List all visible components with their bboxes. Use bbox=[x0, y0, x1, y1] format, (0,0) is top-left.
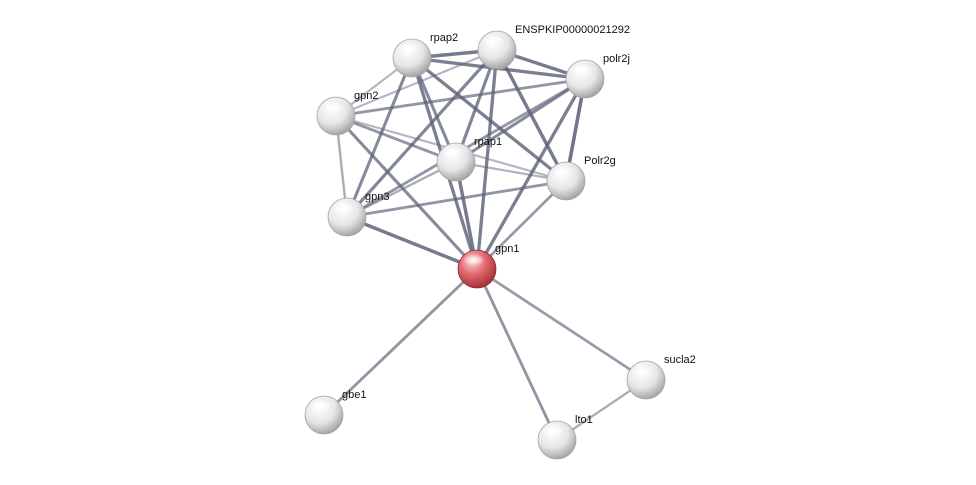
node-highlight bbox=[322, 101, 344, 113]
node-label-rpap1: rpap1 bbox=[474, 136, 502, 148]
edge-ensp-polr2g[interactable] bbox=[495, 48, 568, 183]
edge-gpn1-sucla2[interactable] bbox=[475, 267, 648, 382]
node-label-polr2g: Polr2g bbox=[584, 155, 616, 167]
node-highlight bbox=[442, 147, 464, 159]
node-polr2g[interactable]: Polr2g bbox=[546, 155, 616, 201]
node-gbe1[interactable]: gbe1 bbox=[304, 389, 366, 435]
edge-ensp-gpn2[interactable] bbox=[334, 48, 499, 118]
node-gpn1[interactable]: gpn1 bbox=[457, 243, 519, 289]
edge-ensp-gpn1[interactable] bbox=[475, 48, 499, 271]
nodes-layer: rpap2 ENSPKIP00000021292 polr2j gpn2 rpap1Po… bbox=[304, 24, 696, 460]
node-highlight bbox=[398, 43, 420, 55]
node-label-polr2j: polr2j bbox=[603, 53, 630, 65]
node-gpn3[interactable]: gpn3 bbox=[327, 191, 389, 237]
edge-polr2j-gpn1[interactable] bbox=[475, 77, 587, 271]
edges-layer bbox=[322, 48, 648, 442]
edge-gpn2-rpap1[interactable] bbox=[334, 114, 458, 164]
node-rpap2[interactable]: rpap2 bbox=[392, 32, 458, 78]
node-label-ensp: ENSPKIP00000021292 bbox=[515, 24, 630, 36]
node-label-gbe1: gbe1 bbox=[342, 389, 366, 401]
node-gpn2[interactable]: gpn2 bbox=[316, 90, 378, 136]
node-label-gpn3: gpn3 bbox=[365, 191, 389, 203]
node-sucla2[interactable]: sucla2 bbox=[626, 354, 696, 400]
node-lto1[interactable]: lto1 bbox=[537, 414, 593, 460]
edge-gpn1-lto1[interactable] bbox=[475, 267, 559, 442]
node-label-gpn2: gpn2 bbox=[354, 90, 378, 102]
node-highlight bbox=[552, 166, 574, 178]
node-rpap1[interactable]: rpap1 bbox=[436, 136, 502, 182]
node-label-rpap2: rpap2 bbox=[430, 32, 458, 44]
node-label-sucla2: sucla2 bbox=[664, 354, 696, 366]
edge-gpn3-gpn1[interactable] bbox=[345, 215, 479, 271]
edge-gpn1-gbe1[interactable] bbox=[322, 267, 479, 417]
node-highlight bbox=[333, 202, 355, 214]
node-label-lto1: lto1 bbox=[575, 414, 593, 426]
node-ensp[interactable]: ENSPKIP00000021292 bbox=[477, 24, 630, 70]
edge-ensp-rpap1[interactable] bbox=[454, 48, 499, 164]
node-polr2j[interactable]: polr2j bbox=[565, 53, 630, 99]
edge-polr2g-gpn1[interactable] bbox=[475, 179, 568, 271]
edge-ensp-gpn3[interactable] bbox=[345, 48, 499, 219]
edge-gpn2-gpn1[interactable] bbox=[334, 114, 479, 271]
node-highlight bbox=[310, 400, 332, 412]
node-label-gpn1: gpn1 bbox=[495, 243, 519, 255]
node-highlight bbox=[483, 35, 505, 47]
node-highlight bbox=[632, 365, 654, 377]
edge-rpap2-gpn3[interactable] bbox=[345, 56, 414, 219]
node-highlight bbox=[543, 425, 565, 437]
node-highlight bbox=[571, 64, 593, 76]
node-highlight bbox=[463, 254, 485, 266]
